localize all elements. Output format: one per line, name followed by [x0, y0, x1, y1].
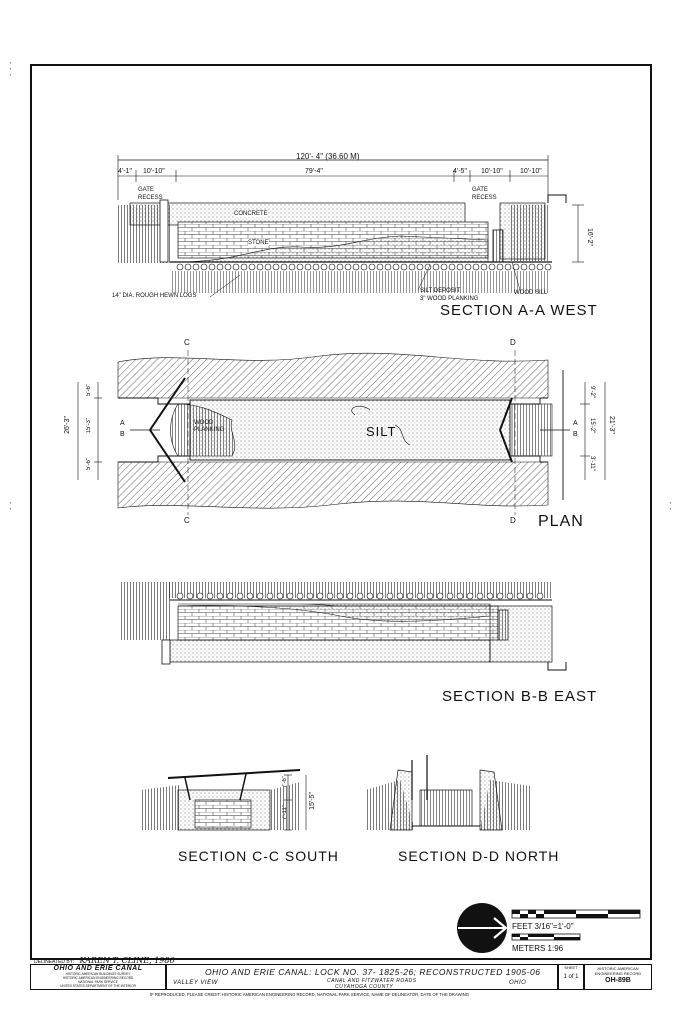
plan-marker-d-top: D [510, 338, 516, 347]
plan-wood-planking-label: WOOD PLANKING [194, 420, 225, 433]
plan-left-dim-1: 5'-6" [86, 384, 92, 396]
tb-roads: CANAL AND FITZWATER ROADS [327, 978, 417, 984]
cc-dim-2: 7'-11" [282, 805, 288, 820]
section-bb-title: SECTION B-B EAST [442, 688, 598, 705]
delineated-name: KAREN T. CLINE, 1986 [79, 956, 175, 965]
section-cc-drawing [140, 769, 307, 831]
aa-logs-label: 14" DIA. ROUGH HEWN LOGS [112, 293, 197, 299]
tb-sheet-value: 1 of 1 [563, 974, 579, 980]
tb-county: CUYAHOGA COUNTY [335, 984, 394, 990]
plan-marker-d-bottom: D [510, 516, 516, 525]
plan-left-dim-3: 5'-6" [86, 458, 92, 470]
margin-note-top-left: ▪ ▪ ▪ [8, 60, 13, 78]
plan-marker-b-left: B [120, 431, 125, 438]
plan-right-dim-2: 15'-2" [589, 418, 595, 434]
section-dd-title: SECTION D-D NORTH [398, 848, 560, 864]
section-dd-drawing [365, 755, 530, 831]
tb-main-cell: OHIO AND ERIE CANAL: LOCK NO. 37- 1825-2… [166, 964, 558, 990]
plan-right-dim-total: 21'-3" [608, 416, 615, 434]
section-cc-title: SECTION C-C SOUTH [178, 848, 339, 864]
plan-left-dim-2: 15'-3" [86, 418, 92, 434]
scale-meters-label: METERS 1:96 [512, 944, 564, 953]
aa-stone-label: STONE [248, 240, 269, 246]
plan-silt-label: SILT [366, 424, 397, 439]
tb-left-sub2: HISTORIC AMERICAN ENGINEERING RECORD [62, 976, 134, 980]
scale-feet-label: FEET 3/16"=1'-0" [512, 922, 574, 931]
aa-dim-4: 4'-5" [453, 168, 467, 175]
cc-dim-1: 7'-6" [282, 776, 288, 788]
plan-marker-a-right: A [573, 420, 578, 427]
section-bb-drawing [120, 582, 567, 671]
tb-left-sub3: NATIONAL PARK SERVICE [78, 980, 118, 984]
tb-sheet-cell: SHEET 1 of 1 [558, 964, 584, 990]
plan-marker-c-top: C [184, 338, 190, 347]
plan-marker-a-left: A [120, 420, 125, 427]
tb-sheet-label: SHEET [564, 965, 578, 970]
aa-silt-deposit-label: SILT DEPOSIT [420, 288, 461, 294]
aa-gate-recess-left: GATE RECESS [138, 187, 163, 201]
tb-left-title: OHIO AND ERIE CANAL [53, 965, 143, 972]
tb-left-sub4: UNITED STATES DEPARTMENT OF THE INTERIOR [60, 984, 136, 988]
tb-haer-label: HISTORIC AMERICAN ENGINEERING RECORD [594, 966, 642, 976]
plan-right-dim-1: 9'-2" [589, 386, 595, 398]
aa-wood-planking-label: 3" WOOD PLANKING [420, 296, 479, 302]
aa-concrete-label: CONCRETE [234, 211, 268, 217]
aa-dim-5: 10'-10" [481, 168, 503, 175]
tb-agency-cell: OHIO AND ERIE CANAL HISTORIC AMERICAN BU… [30, 964, 166, 990]
tb-main-title: OHIO AND ERIE CANAL: LOCK NO. 37- 1825-2… [205, 967, 541, 977]
aa-dim-3: 79'-4" [305, 168, 323, 175]
plan-drawing [77, 350, 606, 515]
plan-right-dim-3: 3'-11" [589, 456, 595, 471]
plan-left-dim-total: 26'-3" [64, 416, 71, 434]
sheet-border [30, 64, 652, 960]
section-aa-drawing [117, 155, 584, 298]
aa-gate-recess-right: GATE RECESS [472, 187, 497, 201]
plan-marker-b-right: B [573, 431, 578, 438]
tb-location: VALLEY VIEW [173, 980, 218, 986]
aa-wood-sill-label: WOOD SILL [514, 290, 548, 296]
cc-dim-total: 15'-5" [309, 792, 316, 810]
title-block: OHIO AND ERIE CANAL HISTORIC AMERICAN BU… [30, 964, 652, 990]
delineated-prefix: DELINEATED BY: [34, 959, 75, 965]
tb-left-sub1: HISTORIC AMERICAN BUILDINGS SURVEY [65, 972, 131, 976]
aa-dim-2: 10'-10" [143, 168, 165, 175]
plan-title: PLAN [538, 513, 584, 530]
delineated-by: DELINEATED BY: KAREN T. CLINE, 1986 [34, 956, 175, 965]
tb-haer-cell: HISTORIC AMERICAN ENGINEERING RECORD OH-… [584, 964, 652, 990]
aa-dim-1: 4'-1" [118, 168, 132, 175]
aa-dim-6: 10'-10" [520, 168, 542, 175]
section-aa-title: SECTION A-A WEST [440, 302, 598, 319]
aa-height-dim: 16'-2" [586, 228, 593, 246]
tb-haer-number: OH-89B [605, 977, 631, 984]
tb-credit-line: IF REPRODUCED, PLEASE CREDIT: HISTORIC A… [150, 992, 469, 997]
tb-state: OHIO [509, 980, 527, 986]
margin-note-mid-left: ▪ ▪ [8, 500, 13, 512]
margin-note-mid-right: ▪ ▪ [668, 500, 673, 512]
plan-marker-c-bottom: C [184, 516, 190, 525]
aa-overall-dim: 120'- 4" (36.60 M) [296, 152, 360, 161]
scale-bar [511, 909, 641, 941]
north-arrow [457, 903, 508, 953]
